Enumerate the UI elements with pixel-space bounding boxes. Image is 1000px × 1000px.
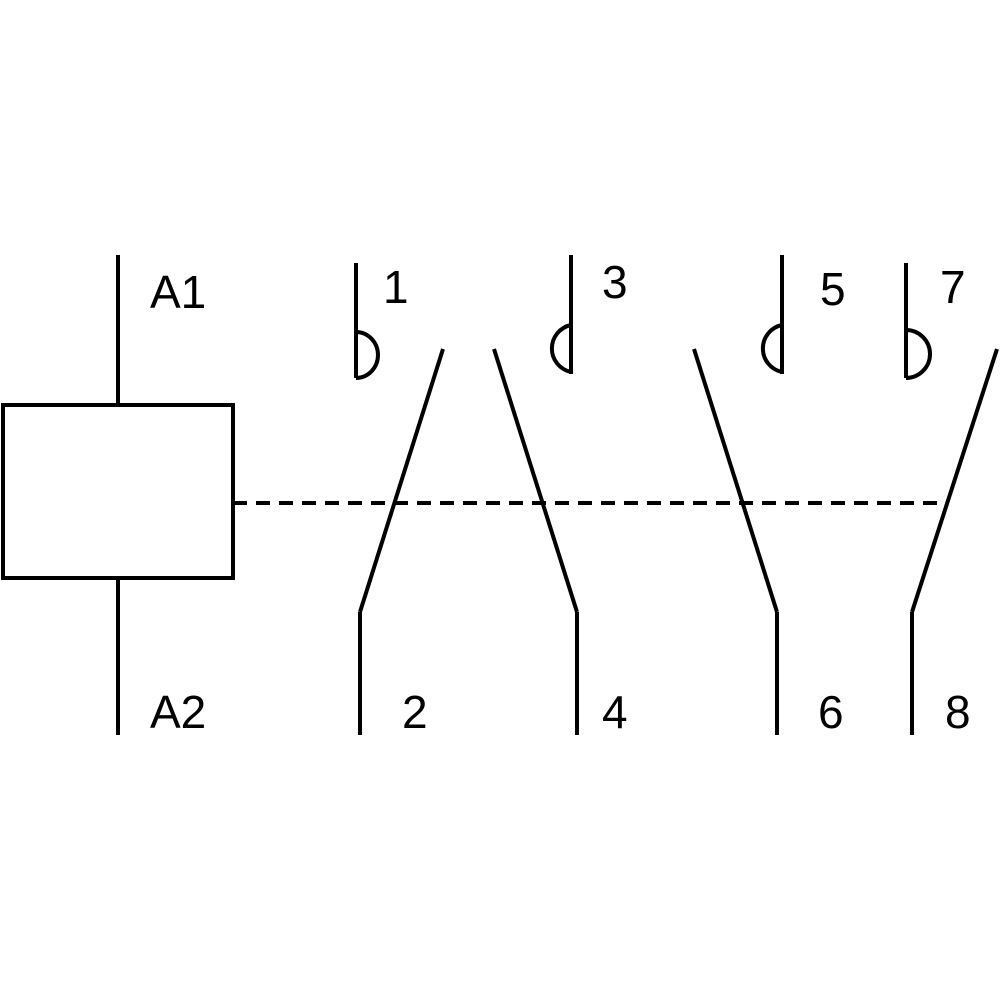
contact-3-4-label-top: 3 bbox=[602, 256, 628, 308]
contact-5-6-blade bbox=[692, 348, 779, 613]
contact-5-6-label-bottom: 6 bbox=[818, 686, 844, 738]
coil-box bbox=[1, 403, 235, 580]
contact-7-8: 7 8 bbox=[904, 261, 999, 738]
contact-1-2-blade bbox=[358, 348, 445, 613]
contact-3-4: 3 4 bbox=[492, 255, 628, 738]
contact-1-2-stop-symbol bbox=[354, 263, 380, 380]
contact-1-2-label-bottom: 2 bbox=[402, 686, 428, 738]
contact-3-4-stop-symbol bbox=[549, 255, 573, 374]
contact-7-8-blade bbox=[910, 348, 999, 613]
contact-3-4-blade bbox=[492, 348, 579, 613]
contact-1-2-label-top: 1 bbox=[383, 261, 409, 313]
contact-3-4-label-bottom: 4 bbox=[602, 686, 628, 738]
coil-label-a1: A1 bbox=[150, 266, 206, 318]
contact-1-2: 1 2 bbox=[354, 261, 445, 738]
contact-5-6-label-top: 5 bbox=[820, 263, 846, 315]
coil: A1 A2 bbox=[1, 255, 235, 738]
coil-label-a2: A2 bbox=[150, 686, 206, 738]
contact-7-8-label-top: 7 bbox=[940, 261, 966, 313]
contact-7-8-label-bottom: 8 bbox=[945, 686, 971, 738]
contact-7-8-stop-symbol bbox=[904, 263, 932, 380]
contact-5-6-stop-symbol bbox=[760, 255, 784, 374]
contact-5-6: 5 6 bbox=[692, 255, 846, 738]
